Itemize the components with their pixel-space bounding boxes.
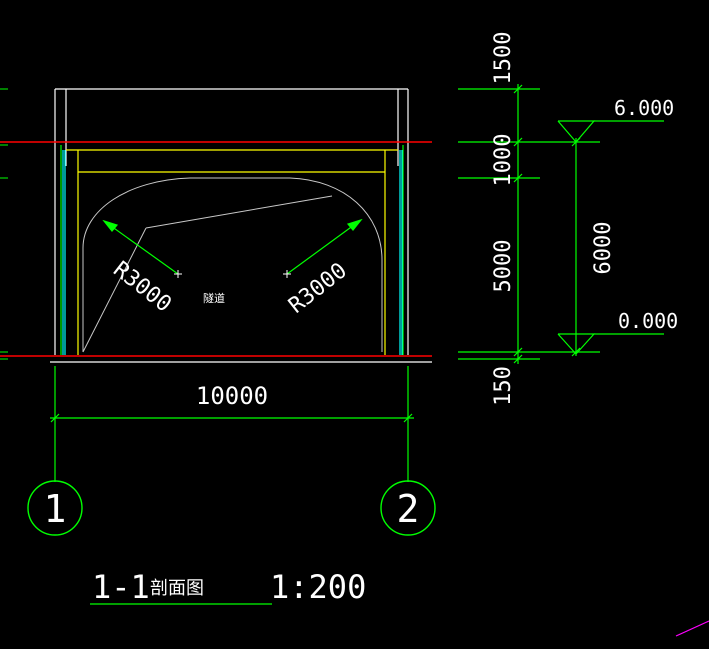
- span-dimension-text: 10000: [196, 382, 268, 410]
- tunnel-label: 隧道: [203, 291, 225, 305]
- title-name: 剖面图: [150, 578, 204, 599]
- vertical-dimension-lines: [458, 84, 600, 364]
- wall-lines: [60, 145, 404, 355]
- dim-5000: 5000: [491, 240, 516, 293]
- inner-wall-lines: [62, 150, 403, 355]
- center-crosses: [174, 270, 291, 278]
- tunnel-arch: [82, 177, 383, 353]
- elevation-marker-bottom: [557, 333, 664, 355]
- axis-bubble-2: 2: [380, 480, 436, 536]
- axis-label-1: 1: [44, 487, 67, 531]
- axis-label-2: 2: [397, 487, 420, 531]
- red-level-lines: [0, 141, 432, 357]
- yellow-frame: [66, 149, 398, 355]
- elevation-bottom-text: 0.000: [618, 309, 678, 333]
- title-section-number: 1-1: [92, 568, 150, 606]
- title-scale: 1:200: [270, 568, 366, 606]
- structure-outline: [50, 88, 432, 363]
- dim-150: 150: [491, 366, 516, 406]
- stray-line: [675, 620, 709, 637]
- dim-6000: 6000: [591, 222, 616, 275]
- left-extension-ticks: [0, 88, 8, 360]
- dim-1500: 1500: [491, 32, 516, 85]
- axis-bubble-1: 1: [27, 480, 83, 536]
- elevation-marker-top: [557, 120, 664, 143]
- span-dimension: [50, 366, 414, 482]
- radius-leaders: [102, 218, 363, 275]
- elevation-top-text: 6.000: [614, 96, 674, 120]
- dim-1000: 1000: [491, 134, 516, 187]
